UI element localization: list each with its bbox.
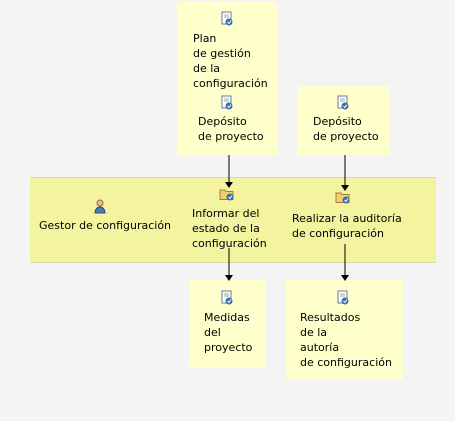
artifact-document-icon bbox=[335, 290, 351, 306]
arrowhead bbox=[341, 185, 349, 191]
arrowhead bbox=[341, 275, 349, 281]
artifact-document-icon bbox=[219, 290, 235, 306]
arrowhead bbox=[225, 182, 233, 188]
artifact-medidas-label: Medidas del proyecto bbox=[204, 311, 253, 354]
artifact-box-plan bbox=[177, 2, 277, 155]
artifact-deposito-label: Depósito de proyecto bbox=[313, 115, 379, 143]
role-label: Gestor de configuración bbox=[39, 219, 172, 232]
task-realizar-label: Realizar la auditoría de configuración bbox=[292, 212, 402, 240]
task-folder-icon bbox=[219, 186, 235, 202]
artifact-plan-label: Plan de gestión de la configuración bbox=[193, 32, 268, 90]
artifact-document-icon bbox=[219, 95, 235, 111]
artifact-deposito-label: Depósito de proyecto bbox=[198, 115, 264, 143]
arrowhead bbox=[225, 275, 233, 281]
role-person-icon bbox=[92, 198, 108, 214]
artifact-resultados-label: Resultados de la autoría de configuració… bbox=[300, 311, 392, 369]
task-folder-icon bbox=[335, 189, 351, 205]
artifact-document-icon bbox=[219, 11, 235, 27]
artifact-document-icon bbox=[335, 95, 351, 111]
task-informar-label: Informar del estado de la configuración bbox=[192, 207, 267, 250]
